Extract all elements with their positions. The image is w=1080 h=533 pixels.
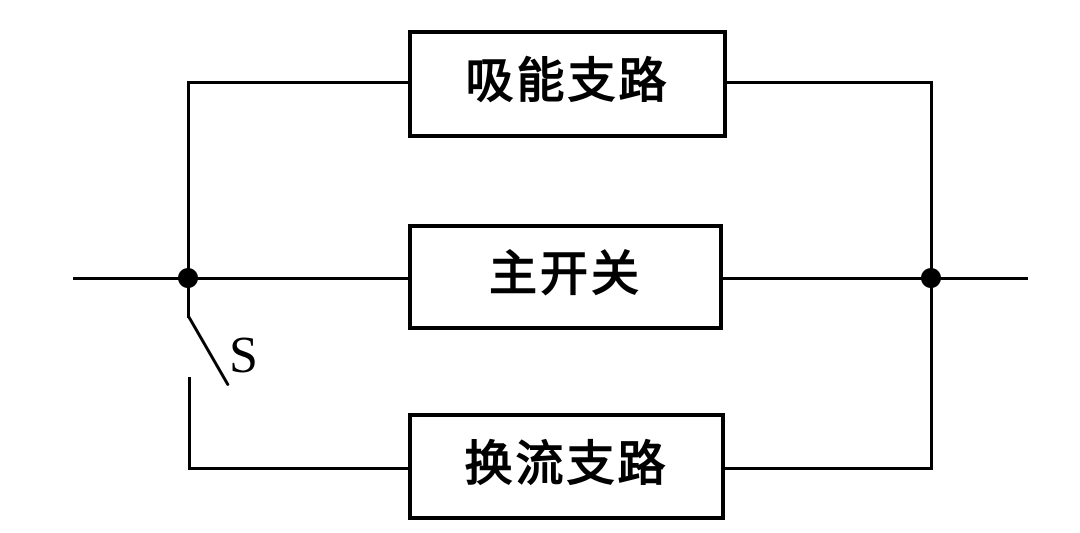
wire-left-feed — [73, 277, 408, 280]
absorption-branch-label: 吸能支路 — [465, 55, 670, 108]
junction-dot-right — [921, 268, 941, 288]
wire-top-branch-right — [727, 81, 933, 84]
switch-label: S — [229, 327, 258, 384]
block-absorption-branch: 吸能支路 — [408, 30, 727, 138]
wire-bottom-branch-left — [188, 467, 408, 470]
block-commutation-branch: 换流支路 — [408, 413, 725, 520]
commutation-branch-label: 换流支路 — [464, 437, 669, 491]
wire-left-vertical-upper — [187, 82, 190, 318]
wire-bottom-branch-right — [725, 467, 933, 470]
junction-dot-left — [178, 268, 198, 288]
wire-top-branch-left — [187, 81, 408, 84]
wire-left-vertical-lower — [188, 377, 191, 470]
main-switch-label: 主开关 — [488, 248, 642, 301]
wire-right-feed — [723, 277, 1028, 280]
block-main-switch: 主开关 — [408, 224, 723, 330]
switch-blade — [186, 314, 230, 387]
